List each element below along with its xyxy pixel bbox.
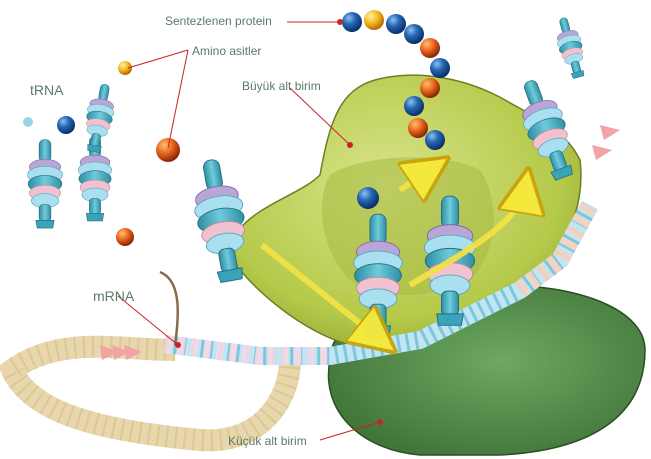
mrna-strand-icon (0, 200, 598, 452)
movement-arrows (260, 170, 525, 338)
direction-arrows (100, 125, 620, 360)
label-mrna: mRNA (93, 288, 135, 304)
protein-chain-icon (342, 10, 450, 209)
label-trna: tRNA (30, 82, 64, 98)
amino-acid-icon (23, 61, 180, 246)
leader-lines (117, 19, 383, 441)
label-amino-acids: Amino asitler (192, 44, 262, 58)
label-small-subunit: Küçük alt birim (228, 434, 307, 448)
label-protein: Sentezlenen protein (165, 14, 272, 28)
label-large-subunit: Büyük alt birim (242, 79, 321, 93)
